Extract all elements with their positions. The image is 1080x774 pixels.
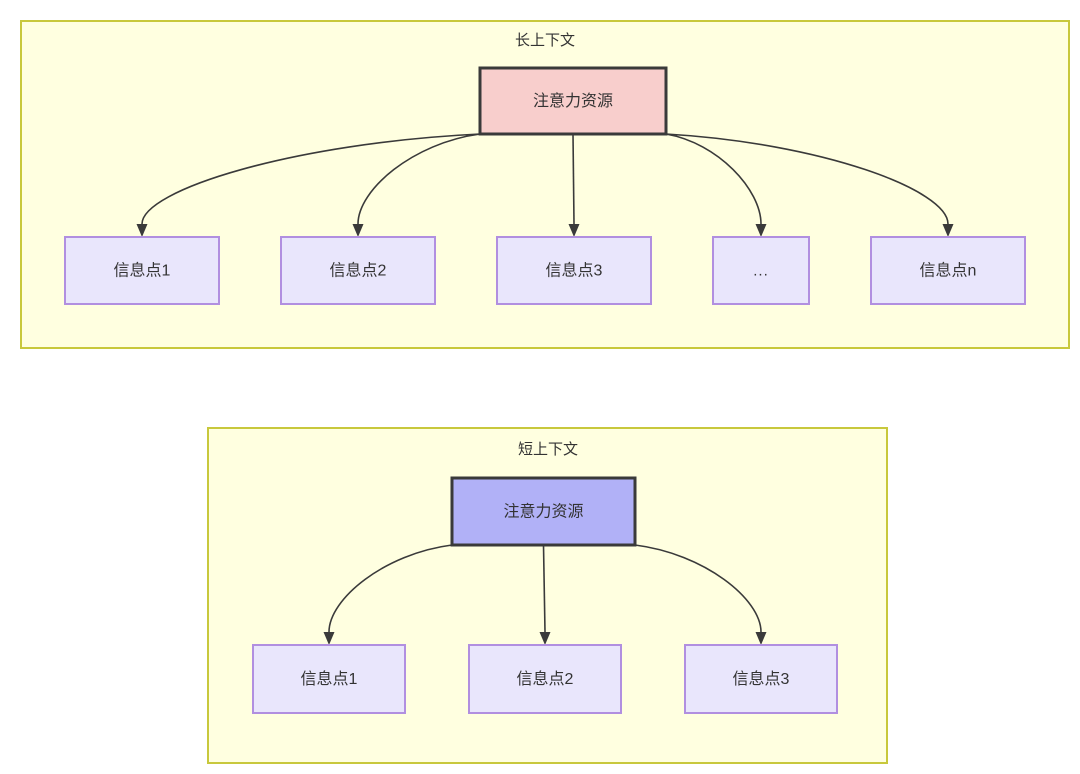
info-node-box[interactable] <box>870 236 1026 305</box>
info-node-box[interactable] <box>252 644 406 714</box>
edge-line <box>328 544 453 633</box>
panel-title-long-context: 长上下文 <box>515 32 575 49</box>
info-node-label: 信息点1 <box>301 670 358 688</box>
edge-line <box>357 133 481 225</box>
info-node-box[interactable] <box>496 236 652 305</box>
source-node-box[interactable] <box>450 476 637 547</box>
arrow-head-icon <box>323 632 335 645</box>
arrow-head-icon <box>136 224 148 237</box>
edge-long-context-1 <box>352 133 481 237</box>
edge-short-context-2 <box>634 544 767 645</box>
arrow-head-icon <box>755 224 767 237</box>
edge-short-context-1 <box>539 544 551 645</box>
arrow-head-icon <box>568 224 580 237</box>
info-node-box[interactable] <box>468 644 622 714</box>
source-node-long-context[interactable]: 注意力资源 <box>478 66 668 136</box>
info-node-label: 信息点2 <box>330 262 387 280</box>
edge-line <box>665 133 949 225</box>
info-node-long-context-0[interactable]: 信息点1 <box>64 236 220 305</box>
edge-line <box>665 133 762 225</box>
source-node-label: 注意力资源 <box>533 91 613 110</box>
arrow-head-icon <box>755 632 767 645</box>
edge-line <box>634 544 762 633</box>
info-node-long-context-3[interactable]: ... <box>712 236 810 305</box>
info-node-short-context-1[interactable]: 信息点2 <box>468 644 622 714</box>
info-node-label: 信息点2 <box>517 670 574 688</box>
info-node-long-context-2[interactable]: 信息点3 <box>496 236 652 305</box>
edge-line <box>141 133 481 225</box>
info-node-short-context-2[interactable]: 信息点3 <box>684 644 838 714</box>
edge-long-context-3 <box>665 133 767 237</box>
edge-line <box>542 544 546 633</box>
info-node-box[interactable] <box>684 644 838 714</box>
info-node-long-context-4[interactable]: 信息点n <box>870 236 1026 305</box>
info-node-label: 信息点3 <box>733 670 790 688</box>
info-node-label: 信息点n <box>920 262 977 280</box>
arrow-head-icon <box>942 224 954 237</box>
edge-long-context-0 <box>136 133 481 237</box>
edge-line <box>572 133 575 225</box>
edge-long-context-2 <box>568 133 580 237</box>
info-node-long-context-1[interactable]: 信息点2 <box>280 236 436 305</box>
edge-long-context-4 <box>665 133 954 237</box>
panel-title-short-context: 短上下文 <box>518 441 578 458</box>
source-node-box[interactable] <box>478 66 668 136</box>
info-node-label: ... <box>753 262 769 279</box>
info-node-label: 信息点1 <box>114 262 171 280</box>
arrow-head-icon <box>539 632 551 645</box>
info-node-short-context-0[interactable]: 信息点1 <box>252 644 406 714</box>
info-node-box[interactable] <box>64 236 220 305</box>
info-node-label: 信息点3 <box>546 262 603 280</box>
arrow-head-icon <box>352 224 364 237</box>
source-node-short-context[interactable]: 注意力资源 <box>450 476 637 547</box>
info-node-box[interactable] <box>280 236 436 305</box>
edge-short-context-0 <box>323 544 453 645</box>
source-node-label: 注意力资源 <box>503 502 583 521</box>
info-node-box[interactable] <box>712 236 810 305</box>
